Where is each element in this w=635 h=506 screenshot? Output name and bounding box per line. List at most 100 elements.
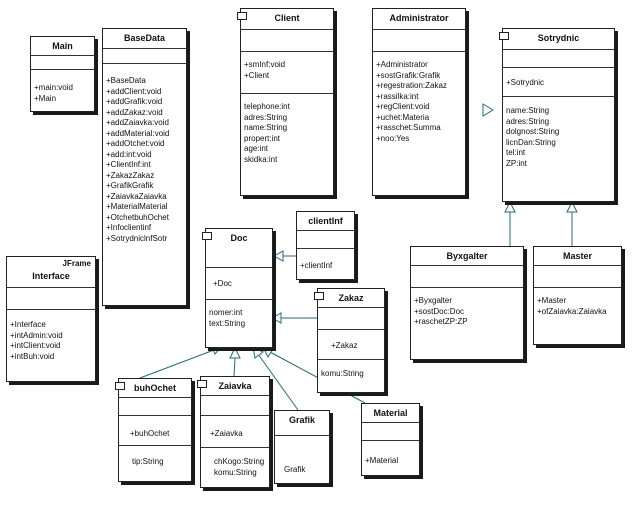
class-material[interactable]: Material +Material: [361, 403, 420, 476]
attribute: ZP:int: [506, 158, 527, 168]
class-zaiavka[interactable]: Zaiavka +Zaiavka chKogo:String komu:Stri…: [197, 376, 270, 488]
edge-grafik-doc: [257, 353, 299, 411]
method: +ClientInf:int: [106, 160, 151, 169]
attribute: skidka:int: [244, 154, 278, 164]
class-basedata-name: BaseData: [123, 33, 166, 43]
method: +OtchetbuhOchet: [106, 212, 169, 222]
class-main-name: Main: [52, 41, 73, 51]
attribute: name:String: [244, 123, 288, 132]
package-icon: [197, 380, 207, 388]
method: +SotrydniclnfSotr: [106, 233, 168, 243]
method: +Interface: [10, 320, 46, 329]
class-grafik[interactable]: Grafik Grafik: [274, 410, 330, 484]
method: +Main: [34, 93, 57, 103]
class-administrator-name: Administrator: [389, 13, 449, 23]
attribute: name:String: [506, 106, 550, 115]
class-client-name: Client: [237, 9, 333, 23]
class-byxgalter[interactable]: Byxgalter +Byxgalter +sostDoc:Doc +rasch…: [410, 246, 524, 360]
method: +Zaiavka: [210, 429, 243, 438]
method: +BaseData: [106, 76, 146, 85]
method: +noo:Yes: [376, 133, 410, 143]
arrowhead-doc-material: [262, 346, 274, 359]
method: +uchet:Materia: [376, 112, 430, 122]
method: +Infoclientinf: [106, 223, 152, 232]
class-interface-name: Interface: [32, 271, 70, 281]
package-icon: [499, 32, 509, 40]
arrowhead-doc-clientinf: [272, 250, 284, 262]
method: +regestration:Zakaz: [376, 81, 447, 90]
class-buhochet[interactable]: buhOchet +buhOchet tip:String: [115, 378, 192, 482]
method: +Master: [537, 296, 567, 305]
attribute: komu:String: [214, 467, 257, 477]
attribute: adres:String: [244, 112, 288, 122]
method: +intAdmin:void: [10, 330, 63, 340]
class-clientinf-name: clientInf: [308, 216, 343, 226]
arrowhead-doc-grafik: [252, 346, 264, 359]
attribute: adres:String: [506, 116, 550, 126]
method: Grafik: [284, 465, 306, 474]
method: +addZaiavka:void: [106, 118, 169, 127]
class-interface-stereotype: JFrame: [62, 259, 91, 268]
method: +Zakaz: [331, 341, 358, 350]
class-zakaz[interactable]: Zakaz +Zakaz komu:String: [314, 288, 385, 393]
method: +regClient:void: [376, 102, 430, 111]
package-icon: [237, 12, 247, 20]
attribute: propert:int: [244, 133, 281, 143]
arrowhead-sotrydnic-byxgalter: [504, 200, 516, 213]
attribute: text:String: [209, 318, 246, 328]
method: +addOtchet:void: [106, 139, 165, 148]
class-zakaz-name: Zakaz: [314, 289, 384, 303]
edge-buhochet-doc: [139, 349, 215, 379]
class-sotrydnic-name: Sotrydnic: [499, 29, 614, 43]
class-byxgalter-name: Byxgalter: [446, 251, 488, 261]
attribute: nomer:int: [209, 308, 243, 317]
attribute: licnDan:String: [506, 137, 556, 147]
class-administrator[interactable]: Administrator +Administrator +sostGrafik…: [372, 8, 466, 196]
method: +ofZaiavka:Zaiavka: [537, 306, 607, 316]
arrowhead-sotrydnic-administrator: [482, 103, 494, 117]
edge-zaiavka-doc: [233, 357, 236, 377]
method: +buhOchet: [130, 429, 170, 438]
class-client[interactable]: Client +smInf:void +Client telephone:int…: [237, 8, 334, 196]
method: +rasschet:Summa: [376, 123, 441, 132]
attribute: chKogo:String: [214, 457, 265, 466]
method: +Byxgalter: [414, 296, 453, 305]
package-icon: [314, 292, 324, 300]
class-sotrydnic[interactable]: Sotrydnic +Sotrydnic name:String adres:S…: [499, 28, 615, 202]
method: +sostDoc:Doc: [414, 306, 465, 316]
attribute: dolgnost:String: [506, 127, 560, 136]
method: +rassilka:int: [376, 91, 419, 101]
method: +addZakaz:void: [106, 107, 163, 117]
class-doc[interactable]: Doc +Doc nomer:int text:String: [202, 228, 273, 348]
attribute: komu:String: [321, 369, 364, 378]
method: +Administrator: [376, 60, 428, 69]
class-master-name: Master: [562, 251, 592, 261]
class-basedata[interactable]: BaseData +BaseData +addClient:void +addG…: [102, 28, 187, 306]
class-master[interactable]: Master +Master +ofZaiavka:Zaiavka: [533, 246, 622, 345]
package-icon: [202, 232, 212, 240]
arrowhead-sotrydnic-master: [566, 200, 578, 213]
method: +MaterialMaterial: [106, 202, 168, 211]
class-main[interactable]: Main +main:void +Main: [30, 36, 95, 112]
method: +GrafikGrafik: [106, 181, 154, 190]
arrowhead-doc-zakaz: [270, 312, 282, 324]
package-icon: [115, 382, 125, 390]
method: +addClient:void: [106, 86, 162, 96]
method: +ZakazZakaz: [106, 170, 155, 180]
method: +addGrafik:void: [106, 97, 163, 106]
attribute: tip:String: [132, 457, 164, 466]
method: +Client: [244, 70, 270, 80]
class-clientinf[interactable]: clientInf +clientInf: [296, 211, 355, 280]
class-grafik-name: Grafik: [288, 415, 315, 425]
class-zaiavka-name: Zaiavka: [197, 377, 269, 391]
method: +intBuh:void: [10, 351, 55, 361]
method: +Sotrydnic: [506, 78, 545, 87]
method: +sostGrafik:Grafik: [376, 70, 441, 80]
class-doc-name: Doc: [202, 229, 272, 243]
method: +addMaterial:void: [106, 128, 170, 138]
method: +clientInf: [300, 261, 333, 270]
class-interface[interactable]: JFrame Interface +Interface +intAdmin:vo…: [6, 256, 96, 382]
method: +intClient:void: [10, 341, 61, 350]
